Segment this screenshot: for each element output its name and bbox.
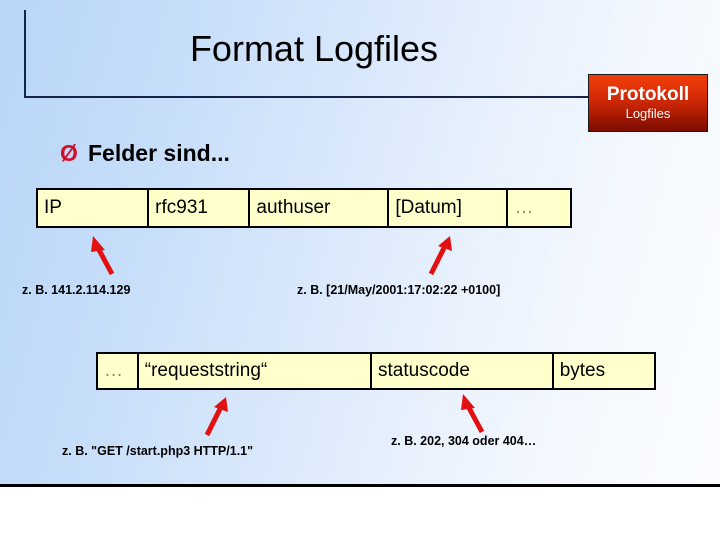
page-title: Format Logfiles bbox=[189, 28, 439, 69]
logfile-fields-table-top: IP rfc931 authuser [Datum] … bbox=[36, 188, 572, 228]
example-caption-request: z. B. "GET /start.php3 HTTP/1.1" bbox=[62, 444, 254, 458]
slide-footer: 21.05.2001 Web Log Mining - Martin Kloss… bbox=[0, 484, 720, 540]
field-cell-requeststring: “requeststring“ bbox=[138, 354, 373, 388]
logfile-fields-table-bottom: … “requeststring“ statuscode bytes bbox=[96, 352, 656, 390]
title-frame-vertical-rule bbox=[24, 10, 26, 98]
title-frame-horizontal-rule bbox=[24, 96, 620, 98]
arrow-to-ip-cell-icon bbox=[91, 236, 115, 276]
arrow-to-statuscode-cell-icon bbox=[461, 394, 485, 434]
protokoll-badge: Protokoll Logfiles bbox=[588, 74, 708, 132]
example-caption-status: z. B. 202, 304 oder 404… bbox=[391, 434, 537, 448]
arrow-to-datum-cell-icon bbox=[428, 236, 452, 276]
protokoll-badge-subtitle: Logfiles bbox=[625, 106, 671, 122]
protokoll-badge-title: Protokoll bbox=[606, 84, 690, 106]
example-caption-ip: z. B. 141.2.114.129 bbox=[22, 283, 131, 297]
field-cell-bytes: bytes bbox=[553, 354, 654, 388]
arrow-bullet-icon: Ø bbox=[60, 140, 78, 166]
field-cell-ellipsis-top: … bbox=[508, 190, 570, 226]
field-cell-ip: IP bbox=[38, 190, 150, 226]
field-cell-datum: [Datum] bbox=[389, 190, 509, 226]
bullet-row: Ø Felder sind... bbox=[60, 140, 230, 167]
example-caption-date: z. B. [21/May/2001:17:02:22 +0100] bbox=[297, 283, 501, 297]
field-cell-rfc931: rfc931 bbox=[149, 190, 251, 226]
field-cell-authuser: authuser bbox=[250, 190, 390, 226]
arrow-to-requeststring-cell-icon bbox=[204, 397, 228, 437]
bullet-label: Felder sind... bbox=[88, 140, 230, 166]
field-cell-ellipsis-bottom: … bbox=[98, 354, 139, 388]
field-cell-statuscode: statuscode bbox=[372, 354, 554, 388]
